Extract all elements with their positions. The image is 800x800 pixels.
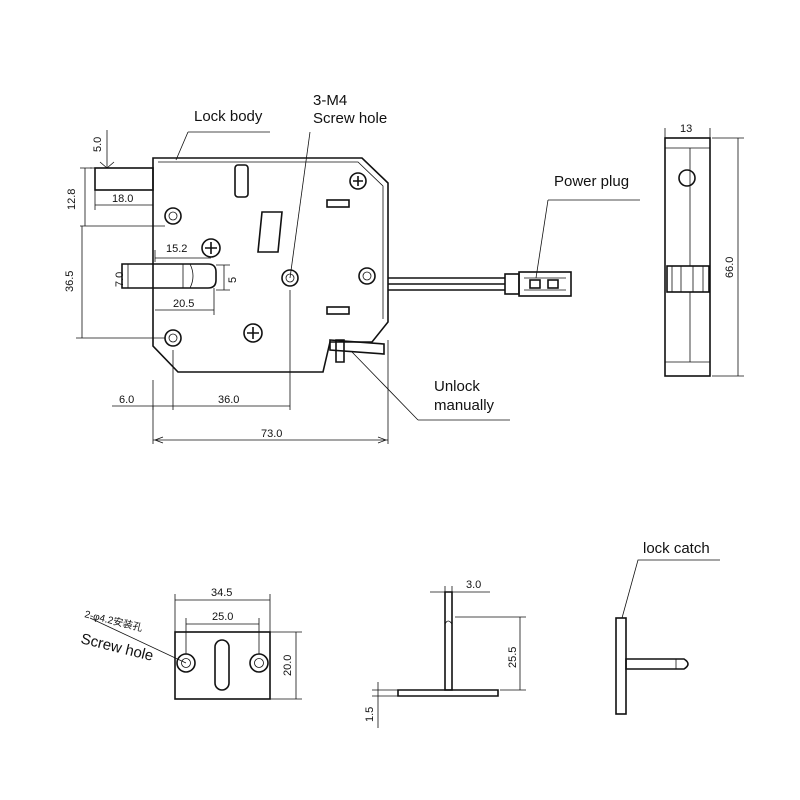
dim-15-2: 15.2 [166,243,187,255]
dimensions-main [76,130,389,444]
dim-34-5: 34.5 [211,587,232,599]
dim-3-0: 3.0 [466,579,481,591]
leader-lines-main [175,131,640,421]
dim-1-5: 1.5 [364,707,376,722]
strike-plate-view [89,594,302,700]
dim-12-8: 12.8 [66,189,78,210]
dim-5: 5 [227,277,239,283]
label-screw-hole-top: Screw hole [313,110,387,127]
hole-note: 2-φ4.2安装孔 [83,607,144,634]
dim-36-5: 36.5 [64,271,76,292]
dim-7-0: 7.0 [114,272,126,287]
dim-25-0: 25.0 [212,611,233,623]
label-screw-hole-bottom: Screw hole [79,630,155,664]
label-lock-catch: lock catch [643,540,710,557]
label-unlock-line1: Unlock [434,378,480,395]
dim-25-5: 25.5 [507,647,519,668]
dim-36-0: 36.0 [218,394,239,406]
strike-side-view [372,586,526,728]
dim-73-0: 73.0 [261,428,282,440]
dim-66-0: 66.0 [724,257,736,278]
dim-6-0: 6.0 [119,394,134,406]
dim-20-0: 20.0 [282,655,294,676]
power-cable [388,271,572,297]
label-screw-spec: 3-M4 [313,92,347,109]
label-unlock-line2: manually [434,397,495,414]
dim-18-0: 18.0 [112,193,133,205]
label-lock-body: Lock body [194,108,263,125]
dim-13: 13 [680,123,692,135]
dim-20-5: 20.5 [173,298,194,310]
lock-body-front-view [94,157,389,373]
lock-body-side-view [664,128,744,377]
lock-catch-view [615,559,720,715]
label-power-plug: Power plug [554,173,629,190]
dim-5-0: 5.0 [92,137,104,152]
